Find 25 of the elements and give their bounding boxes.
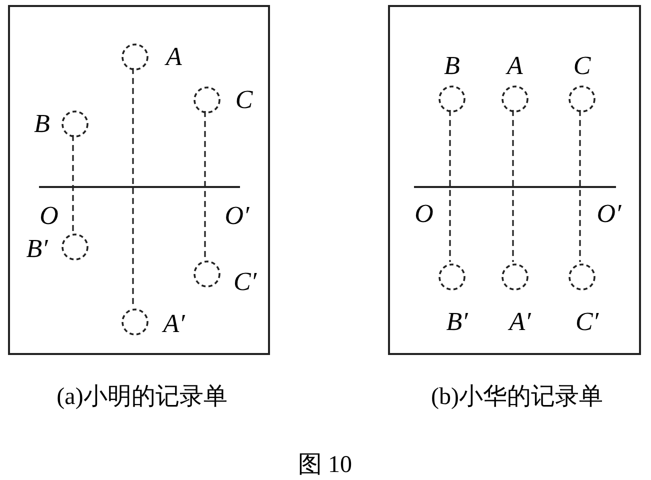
point-label: C bbox=[573, 53, 591, 79]
point-label: O bbox=[414, 201, 434, 227]
point-label: A bbox=[166, 44, 182, 70]
dashed-line bbox=[72, 135, 74, 232]
dashed-line bbox=[132, 68, 134, 307]
point-label: O bbox=[40, 203, 58, 229]
dashed-line bbox=[512, 110, 514, 262]
point-label: B′ bbox=[26, 236, 48, 262]
point-label: C′ bbox=[233, 269, 257, 295]
point-label: B′ bbox=[446, 309, 468, 335]
point-label: B bbox=[444, 53, 460, 79]
dashed-line bbox=[579, 110, 581, 262]
dashed-line bbox=[204, 111, 206, 259]
sheet-title: (a)小明的记录单 bbox=[56, 383, 228, 411]
point-label: C′ bbox=[575, 309, 599, 335]
sheet-title: (b)小华的记录单 bbox=[431, 383, 603, 411]
point-label: C bbox=[235, 87, 253, 113]
point-label: A′ bbox=[509, 309, 531, 335]
point-label: A bbox=[507, 53, 523, 79]
point-label: A′ bbox=[163, 311, 185, 337]
point-label: O′ bbox=[224, 203, 250, 229]
dashed-line bbox=[449, 110, 451, 262]
point-label: O′ bbox=[596, 201, 622, 227]
figure-caption: 图 10 bbox=[298, 451, 352, 479]
point-label: B bbox=[34, 111, 50, 137]
